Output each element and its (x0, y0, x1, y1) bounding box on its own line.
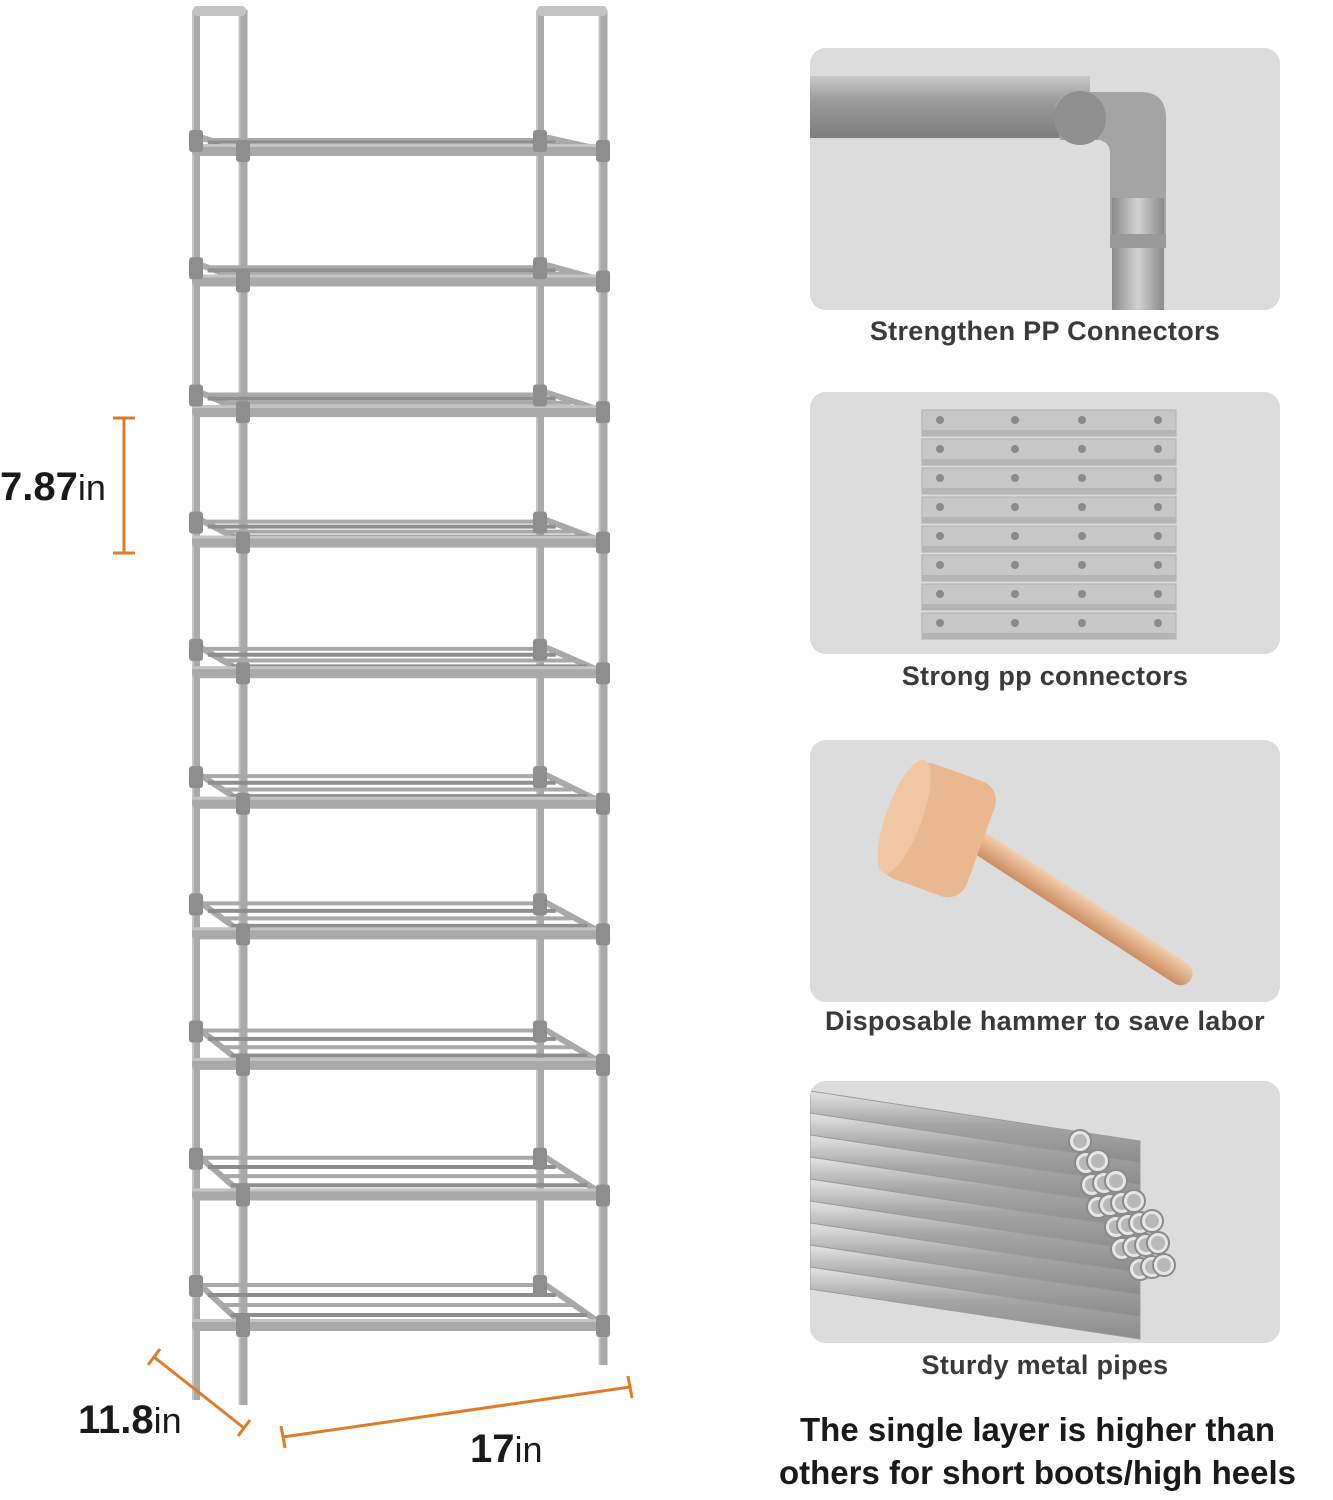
rack-shelf (189, 511, 610, 554)
rack-shelf (189, 1147, 610, 1207)
shelf-gap-dimension: 7.87in (0, 416, 135, 555)
wooden-hammer-icon (810, 740, 1280, 1002)
svg-text:11.8in: 11.8in (78, 1398, 182, 1442)
metal-pipe (810, 1266, 1141, 1340)
feature-card-hammer (810, 740, 1280, 1002)
connector-strip (921, 583, 1177, 611)
rack-post (598, 10, 608, 1365)
connector-strip (921, 525, 1177, 553)
connector-strip (921, 467, 1177, 495)
svg-text:17in: 17in (470, 1427, 543, 1471)
feature-caption-3: Disposable hammer to save labor (825, 1006, 1265, 1036)
depth-value: 11.8 (78, 1398, 154, 1442)
rack-top-cap (537, 6, 607, 16)
connector-strip (921, 612, 1177, 640)
feature-card-corner-connector (810, 48, 1280, 310)
shelf-gap-unit: in (78, 467, 106, 508)
rack-top-cap (193, 6, 246, 16)
width-dimension: 17in (279, 1375, 634, 1471)
rack-shelf (189, 893, 610, 946)
rack-post (238, 10, 248, 1405)
rack-shelf (189, 1020, 610, 1076)
rack-shelf (189, 257, 610, 293)
depth-dimension: 11.8in (78, 1348, 252, 1442)
shoe-rack (189, 6, 610, 1405)
higher-layer-note: The single layer is higher than others f… (745, 1408, 1330, 1494)
width-value: 17 (470, 1427, 515, 1471)
rack-shelf (189, 1275, 610, 1337)
connector-strip (921, 496, 1177, 524)
depth-unit: in (154, 1400, 182, 1441)
svg-text:7.87in: 7.87in (0, 465, 106, 509)
corner-connector-icon (810, 48, 1280, 310)
rack-shelf (189, 766, 610, 815)
connector-strips-icon (810, 392, 1280, 654)
feature-caption-2: Strong pp connectors (901, 661, 1189, 691)
feature-card-connector-strips (810, 392, 1280, 654)
shelf-gap-value: 7.87 (0, 465, 78, 509)
rack-shelf (189, 384, 610, 424)
rack-post (192, 10, 200, 1400)
rack-shelf (189, 130, 610, 162)
width-unit: in (515, 1429, 543, 1470)
feature-caption-4: Sturdy metal pipes (921, 1350, 1169, 1380)
feature-caption-1: Strengthen PP Connectors (869, 316, 1221, 346)
rack-shelf (189, 638, 610, 685)
connector-strip (921, 409, 1177, 437)
connector-strip (921, 438, 1177, 466)
metal-pipes-icon (810, 1081, 1280, 1343)
note-line-1: The single layer is higher than (800, 1411, 1275, 1448)
feature-card-metal-pipes (810, 1081, 1280, 1343)
connector-strip (921, 554, 1177, 582)
note-line-2: others for short boots/high heels (778, 1454, 1297, 1491)
